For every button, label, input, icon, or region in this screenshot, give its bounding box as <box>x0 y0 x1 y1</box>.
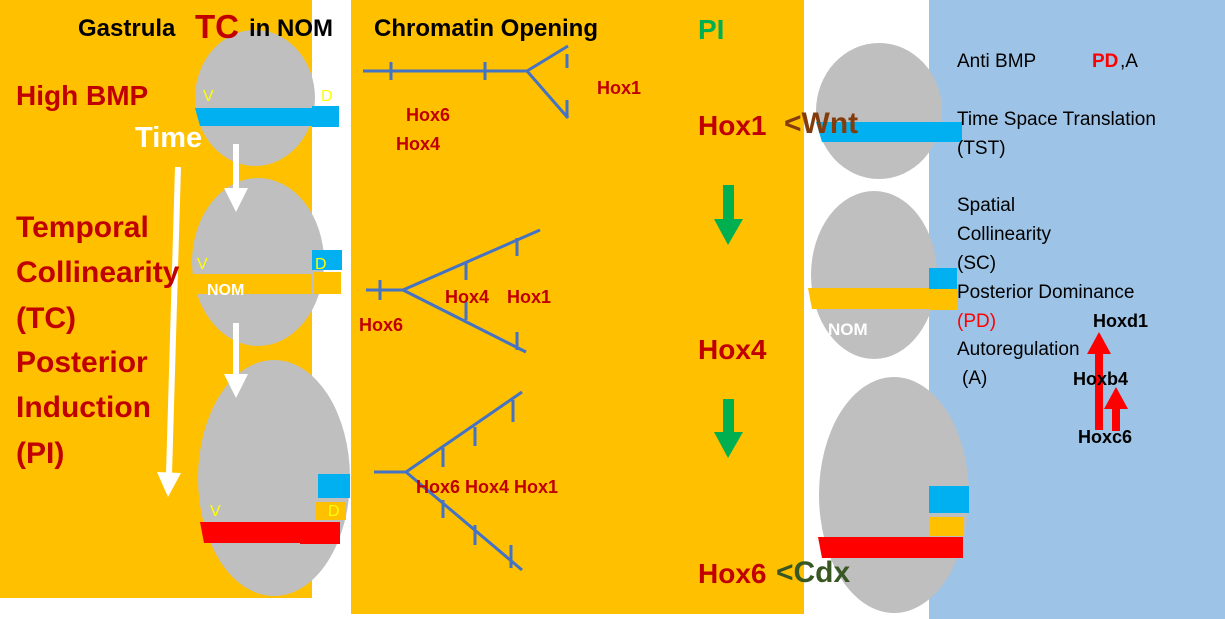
left-embryo-2-band <box>192 274 312 294</box>
left-embryo-2-d-box-orange <box>314 272 341 294</box>
tc-line-5: Induction <box>16 391 151 424</box>
embryo-2-d-label: D <box>315 256 327 273</box>
anti-bmp-label: Anti BMP <box>957 51 1037 72</box>
high-bmp-label: High BMP <box>16 80 149 111</box>
embryo-3-d-label: D <box>328 503 340 520</box>
chromatin-title: Chromatin Opening <box>374 15 598 42</box>
left-embryo-1-d-box <box>312 106 339 127</box>
embryo-1-v-label: V <box>203 88 214 105</box>
left-embryo-1 <box>195 30 315 166</box>
left-embryo-1-band <box>195 108 312 126</box>
right-embryo-2-band <box>808 288 929 309</box>
right-panel <box>929 0 1225 619</box>
tst-line-1: Time Space Translation <box>957 109 1156 130</box>
sc-label: (SC) <box>957 253 997 274</box>
right-embryo-3-blue-box <box>929 486 969 513</box>
hoxd1-label: Hoxd1 <box>1093 311 1149 331</box>
pd-label: PD <box>1092 51 1119 72</box>
embryo-2-v-label: V <box>197 256 208 273</box>
embryo-3-v-label: V <box>210 503 221 520</box>
left-title-prefix: Gastrula <box>78 15 176 42</box>
left-embryo-3-blue-box <box>318 474 350 498</box>
collinearity-label: Collinearity <box>957 224 1051 245</box>
tc-line-6: (PI) <box>16 437 65 470</box>
pi-cdx: <Cdx <box>776 556 851 589</box>
pd-paren-label: (PD) <box>957 311 997 332</box>
chromatin-row-2 <box>366 228 541 354</box>
left-embryo-2-d-box-blue <box>312 250 342 270</box>
tc-line-3: (TC) <box>16 302 76 335</box>
right-embryo-3-red-box <box>925 537 963 558</box>
embryo-2-nom-label: NOM <box>207 282 245 299</box>
chromatin-row-1 <box>363 44 570 119</box>
pi-hox6: Hox6 <box>698 558 767 589</box>
tst-line-2: (TST) <box>957 138 1006 159</box>
row3-label: Hox6 Hox4 Hox1 <box>416 477 559 497</box>
row2-hox1: Hox1 <box>507 287 552 307</box>
time-arrows <box>157 144 248 497</box>
right-embryo-1-box <box>929 122 962 142</box>
right-embryo-2-orange-box <box>929 289 957 310</box>
left-embryo-2 <box>192 178 324 346</box>
middle-panel <box>351 0 804 614</box>
pi-title: PI <box>698 14 725 45</box>
row2-hox4: Hox4 <box>445 287 490 307</box>
autoregulation-arrows <box>1087 332 1128 431</box>
row1-hox6: Hox6 <box>406 105 451 125</box>
right-embryo-2 <box>811 191 937 359</box>
right-nom-label: NOM <box>828 320 868 339</box>
left-embryo-3-orange-box <box>316 502 346 520</box>
pi-hox4: Hox4 <box>698 334 767 365</box>
row2-hox6: Hox6 <box>359 315 404 335</box>
right-embryo-2-blue-box <box>929 268 957 289</box>
right-embryo-3-orange-box <box>929 517 963 536</box>
chromatin-row-3 <box>374 390 523 572</box>
pi-arrows <box>714 185 743 458</box>
hoxc6-label: Hoxc6 <box>1078 427 1133 447</box>
right-embryo-3-band <box>818 537 929 558</box>
right-embryo-1 <box>816 43 942 179</box>
tc-line-4: Posterior <box>16 346 148 379</box>
tc-line-1: Temporal <box>16 211 149 244</box>
embryo-1-d-label: D <box>321 88 333 105</box>
posterior-dominance-label: Posterior Dominance <box>957 282 1135 303</box>
left-title-suffix: in NOM <box>249 15 333 42</box>
a-paren-label: (A) <box>962 368 988 389</box>
left-title-tc: TC <box>195 8 239 45</box>
tc-line-2: Collinearity <box>16 256 180 289</box>
comma-a-label: ,A <box>1120 51 1138 72</box>
hoxb4-label: Hoxb4 <box>1073 369 1129 389</box>
left-embryo-3-red-box <box>300 522 340 544</box>
row1-hox1: Hox1 <box>597 78 642 98</box>
row1-hox4: Hox4 <box>396 134 441 154</box>
pi-wnt: <Wnt <box>784 107 859 140</box>
left-embryo-3-band <box>200 522 310 543</box>
right-embryo-1-band <box>816 122 929 142</box>
autoregulation-label: Autoregulation <box>957 339 1080 360</box>
spatial-label: Spatial <box>957 195 1016 216</box>
pi-hox1: Hox1 <box>698 110 767 141</box>
time-label: Time <box>135 122 203 154</box>
